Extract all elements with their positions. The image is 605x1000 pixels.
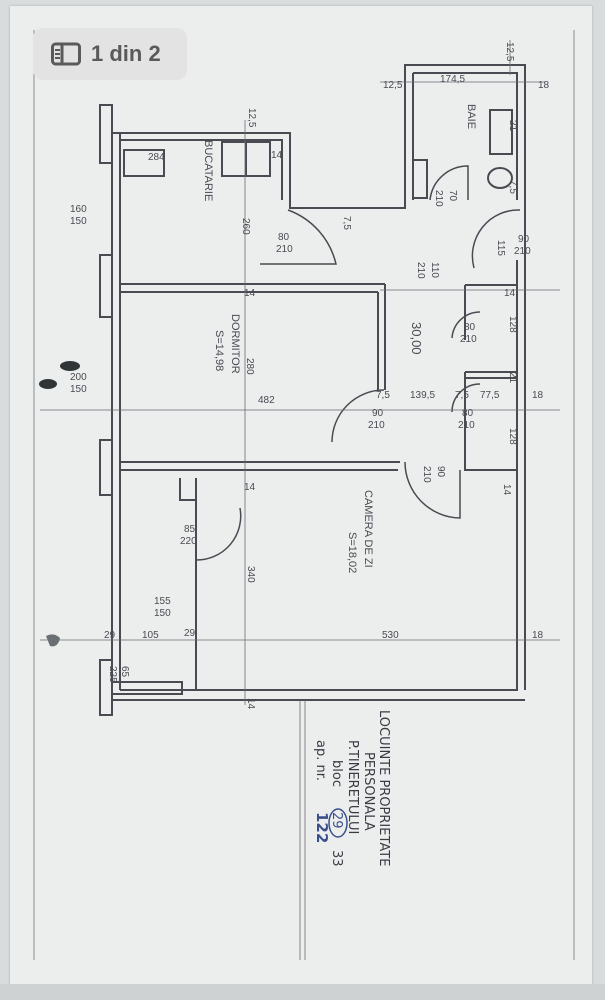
room-label-camera: CAMERA DE ZI (362, 490, 374, 568)
dim-label: 150 (154, 608, 171, 619)
note-line-5-num: 122 (313, 812, 331, 843)
dim-label: 210 (460, 334, 477, 345)
dim-label: 210 (458, 420, 475, 431)
dim-label: 80 (462, 408, 474, 419)
dim-label: 260 (240, 218, 251, 235)
dim-label: 210 (421, 466, 432, 483)
dim-label: 220 (180, 536, 197, 547)
dim-label: 128 (507, 316, 518, 333)
dim-label: 90 (372, 408, 384, 419)
dim-label: 12,5 (246, 108, 257, 128)
dim-label: 30,00 (409, 322, 424, 355)
dim-label: 85 (184, 524, 196, 535)
sheet-bottom-edge (0, 984, 605, 1000)
dim-label: 284 (148, 152, 165, 163)
note-line-5: ap. nr. (313, 740, 328, 781)
note-line-2: PERSONALA (361, 752, 376, 831)
image-counter-label: 1 din 2 (91, 41, 161, 66)
dim-label: 80 (278, 232, 290, 243)
dim-label: 200 (70, 372, 87, 383)
dim-label: 21 (507, 372, 518, 384)
room-area-dormitor: S=14,98 (213, 330, 225, 371)
dim-label: 210 (415, 262, 426, 279)
dim-label: 14 (244, 482, 256, 493)
dim-label: 530 (382, 630, 399, 641)
dim-label: 7,5 (455, 390, 469, 401)
dim-label: 225 (107, 666, 118, 683)
dim-label: 160 (70, 204, 87, 215)
dim-label: 70 (447, 190, 458, 202)
dim-label: 482 (258, 395, 275, 406)
dim-label: 210 (368, 420, 385, 431)
dim-label: 115 (495, 240, 506, 256)
dim-label: 340 (245, 566, 256, 583)
dim-label: 128 (507, 428, 518, 445)
dim-label: 90 (435, 466, 446, 478)
handwritten-note: LOCUINTE PROPRIETATE PERSONALA P.TINERET… (313, 710, 391, 867)
dim-label: 105 (142, 630, 159, 641)
note-line-1: LOCUINTE PROPRIETATE (376, 710, 391, 866)
dim-label: 155 (154, 596, 171, 607)
dim-label: 14 (501, 484, 512, 496)
dim-label: 29 (184, 628, 196, 639)
note-circled-number: 29 (328, 808, 348, 838)
dim-label: 77,5 (480, 390, 500, 401)
dim-label: 18 (532, 630, 544, 641)
dim-label: 12,5 (383, 80, 403, 91)
room-label-baie: BAIE (465, 104, 477, 129)
dim-label: 18 (538, 80, 550, 91)
ink-marks (39, 361, 80, 647)
dim-label: 21 (507, 120, 518, 132)
note-line-4-num: 29 (329, 812, 344, 829)
dim-label: 210 (433, 190, 444, 207)
dimension-lines (40, 40, 560, 960)
dim-label: 174,5 (440, 74, 465, 85)
gallery-icon (51, 42, 81, 66)
dim-label: 150 (70, 216, 87, 227)
dim-label: 210 (276, 244, 293, 255)
note-line-3: P.TINERETULUI (345, 740, 360, 834)
room-label-dormitor: DORMITOR (229, 314, 241, 374)
doors (195, 165, 521, 561)
dim-label: 150 (70, 384, 87, 395)
dim-label: 29 (104, 630, 116, 641)
dim-label: 65 (119, 666, 130, 678)
dim-label: 110 (429, 262, 440, 278)
dim-label: 280 (244, 358, 255, 375)
dim-label: 90 (518, 234, 530, 245)
dim-label: 139,5 (410, 390, 435, 401)
dim-label: 210 (514, 246, 531, 257)
dim-label: 14 (504, 288, 516, 299)
note-line-4-suffix: 33 (329, 850, 344, 867)
note-line-4-prefix: bloc (329, 760, 344, 787)
room-label-bucatarie: BUCATARIE (202, 140, 214, 201)
dim-label: 80 (464, 322, 476, 333)
dim-label: 7,5 (507, 180, 518, 194)
walls (99, 64, 526, 716)
dim-label: 7,5 (341, 216, 352, 230)
image-counter-button[interactable]: 1 din 2 (33, 28, 187, 80)
dim-label: 14 (271, 150, 283, 161)
dim-label: 12,5 (504, 42, 515, 62)
dim-label: 14 (244, 288, 256, 299)
room-area-camera: S=18,02 (346, 532, 358, 573)
dim-label: 14 (245, 698, 256, 710)
dim-label: 7,5 (376, 390, 390, 401)
dim-label: 18 (532, 390, 544, 401)
